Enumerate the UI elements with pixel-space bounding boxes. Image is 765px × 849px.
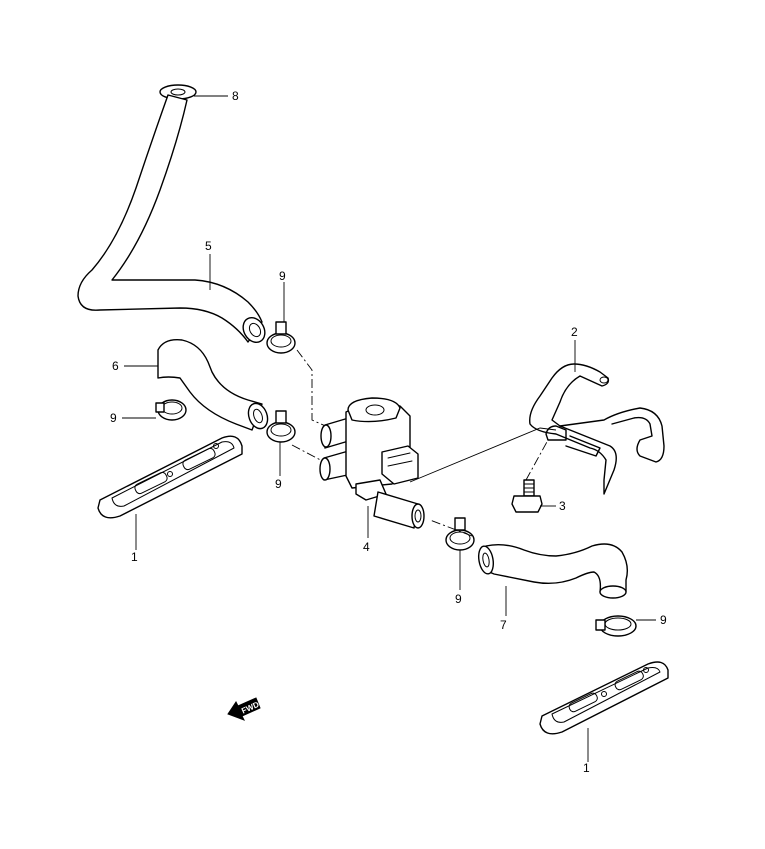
callout-4: 4: [363, 540, 370, 554]
callout-1-left: 1: [131, 550, 138, 564]
callout-9-top: 9: [279, 269, 286, 283]
part-1-pad-left[interactable]: [97, 435, 243, 550]
callout-6: 6: [112, 359, 119, 373]
part-7-hose[interactable]: [477, 543, 629, 616]
part-9-clamp-b[interactable]: [122, 399, 187, 421]
callout-3: 3: [559, 499, 566, 513]
part-3-bolt[interactable]: [511, 479, 556, 513]
callout-7: 7: [500, 618, 507, 632]
fwd-label: FWD: [240, 700, 261, 716]
part-2-bracket[interactable]: [529, 340, 665, 495]
callout-1-right: 1: [583, 761, 590, 775]
part-4-valve[interactable]: [319, 397, 425, 538]
callout-2: 2: [571, 325, 578, 339]
fwd-direction-arrow: FWD: [227, 697, 261, 721]
callout-5: 5: [205, 239, 212, 253]
part-9-clamp-a[interactable]: [266, 282, 296, 354]
part-9-clamp-d[interactable]: [445, 517, 475, 590]
callout-8: 8: [232, 89, 239, 103]
callout-9-right: 9: [660, 613, 667, 627]
part-9-clamp-c[interactable]: [266, 410, 296, 476]
part-5-hose[interactable]: [77, 94, 269, 346]
part-1-pad-right[interactable]: [539, 661, 669, 762]
part-9-clamp-e[interactable]: [595, 615, 656, 637]
callout-9-left: 9: [110, 411, 117, 425]
part-6-hose[interactable]: [124, 339, 271, 432]
callout-9-center: 9: [275, 477, 282, 491]
callout-9-lower: 9: [455, 592, 462, 606]
